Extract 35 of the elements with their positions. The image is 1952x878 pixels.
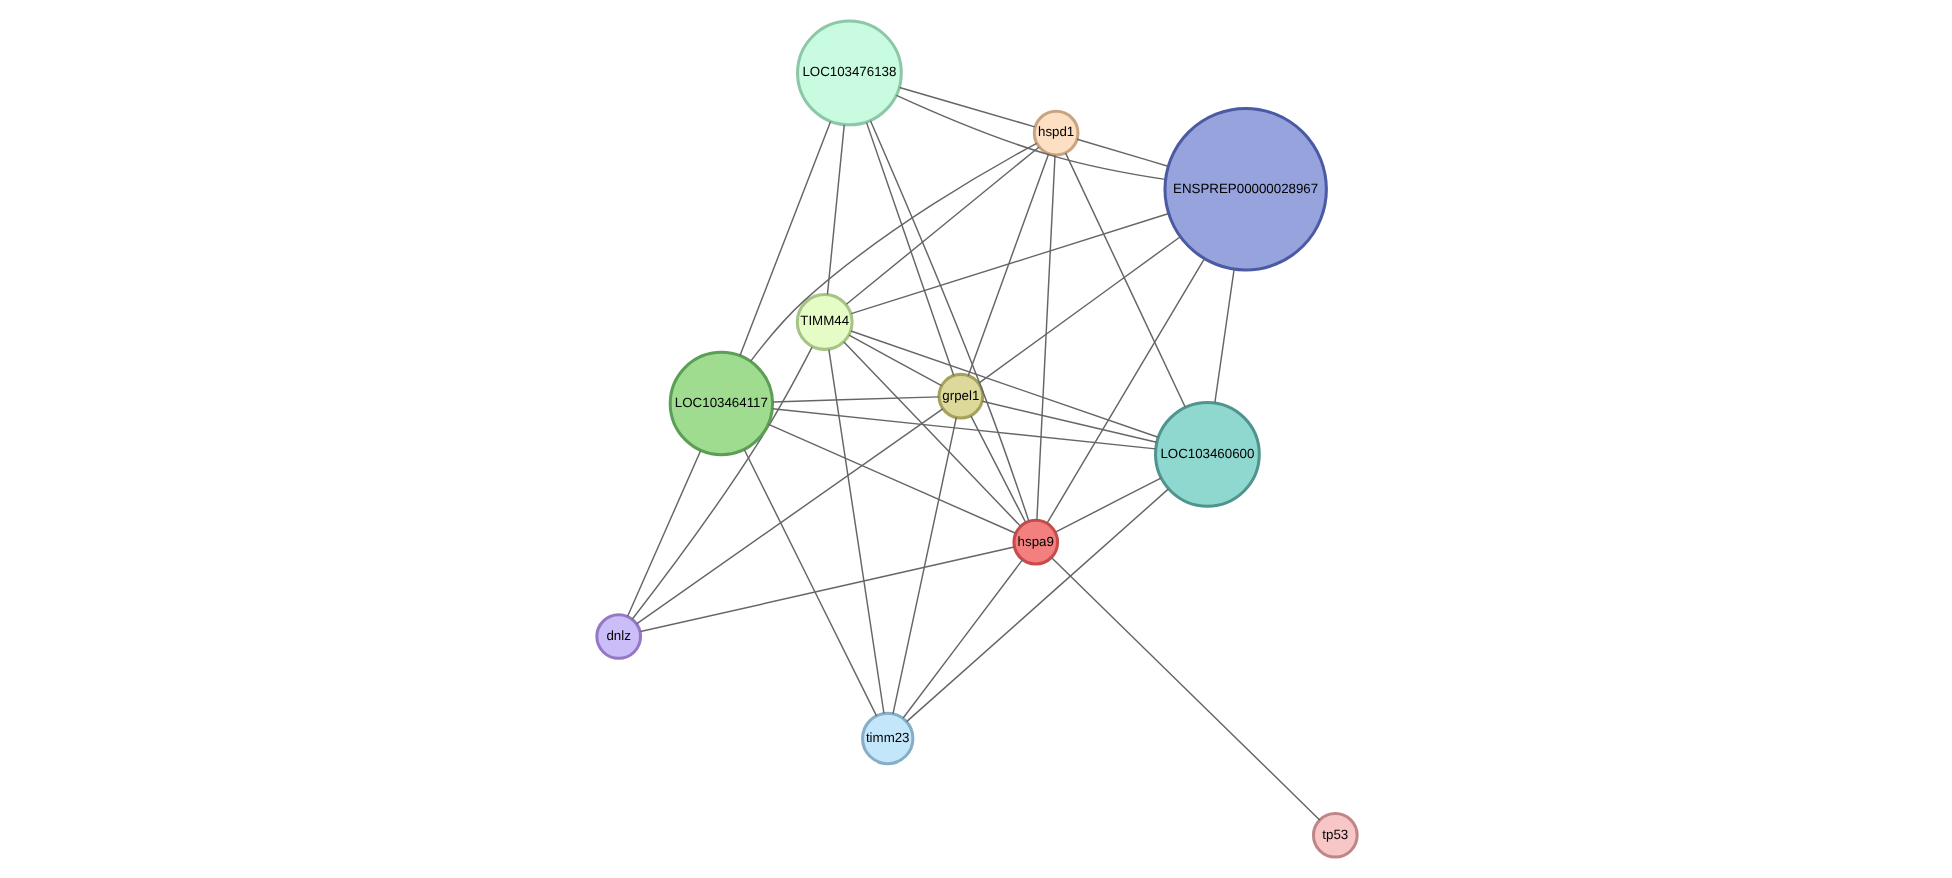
connector [766, 423, 1016, 534]
connector [901, 559, 1023, 719]
connector [842, 341, 1021, 528]
connector [738, 120, 831, 357]
connector [894, 94, 1165, 181]
connector [825, 124, 844, 296]
connector [849, 330, 1158, 438]
connector [827, 348, 884, 714]
connector [634, 408, 943, 625]
connector [1063, 152, 1185, 408]
connector [1075, 138, 1168, 167]
connector [625, 449, 701, 617]
connector [742, 448, 877, 717]
connector [749, 142, 1037, 362]
connector [771, 396, 939, 403]
connector [630, 346, 812, 620]
connector [980, 400, 1157, 444]
connector [1053, 477, 1161, 533]
connector [1045, 258, 1204, 524]
connector [770, 408, 1156, 450]
connector [891, 416, 956, 715]
connector [904, 488, 1168, 723]
connector [868, 120, 1029, 522]
connector [849, 213, 1168, 315]
connector [847, 334, 942, 387]
connector [1035, 154, 1055, 521]
connector [864, 121, 954, 377]
connector [966, 152, 1049, 377]
connector [638, 546, 1014, 633]
connector [844, 146, 1039, 305]
connector [1049, 557, 1320, 821]
connector [977, 236, 1180, 384]
connector [897, 86, 1035, 128]
connector [1213, 268, 1234, 404]
connector [969, 415, 1026, 524]
